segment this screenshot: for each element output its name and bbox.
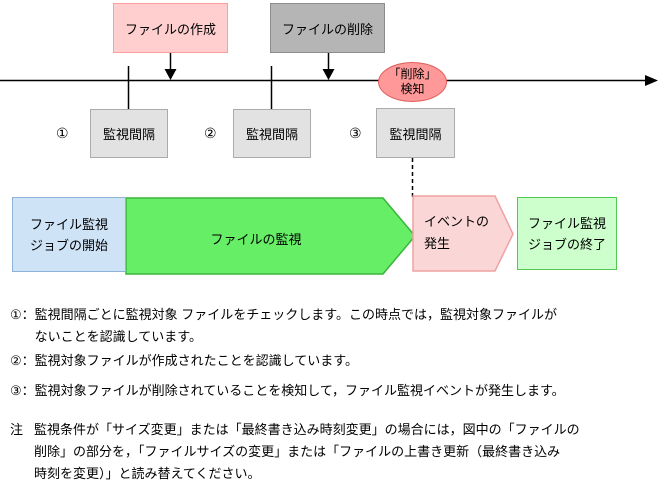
note-text-2: 監視対象ファイルが作成されたことを認識しています。 xyxy=(34,353,358,368)
file-delete-box: ファイルの削除 xyxy=(270,3,385,53)
note-label-2: ②： xyxy=(10,353,35,368)
interval-box-2: 監視間隔 xyxy=(233,109,311,158)
job-start-box: ファイル監視 ジョブの開始 xyxy=(12,197,126,272)
circled-number-3: ③ xyxy=(349,125,362,141)
delete-arrowhead-icon xyxy=(322,69,335,80)
circled-number-2: ② xyxy=(204,125,217,141)
create-arrowhead-icon xyxy=(164,69,177,80)
delete-detect-ellipse: 「削除」 検知 xyxy=(378,62,447,102)
circled-number-1: ① xyxy=(56,125,69,141)
note-label-3: ③： xyxy=(10,383,35,398)
note-text-3: 監視対象ファイルが削除されていることを検知して，ファイル監視イベントが発生します… xyxy=(34,383,565,398)
note-text-1: 監視間隔ごとに監視対象 ファイルをチェックします。この時点では，監視対象ファイル… xyxy=(34,307,557,344)
job-end-box: ファイル監視 ジョブの終了 xyxy=(517,197,617,270)
file-create-box: ファイルの作成 xyxy=(113,3,228,53)
note-row-caution: 注 監視条件が「サイズ変更」または「最終書き込み時刻変更」の場合には，図中の「フ… xyxy=(10,419,665,485)
monitor-arrow-label: ファイルの監視 xyxy=(210,232,302,247)
interval-box-3: 監視間隔 xyxy=(376,108,455,158)
notes-section: ①： 監視間隔ごとに監視対象 ファイルをチェックします。この時点では，監視対象フ… xyxy=(10,304,665,485)
note-text-caution: 監視条件が「サイズ変更」または「最終書き込み時刻変更」の場合には，図中の「ファイ… xyxy=(34,422,580,481)
timeline-arrowhead-icon xyxy=(645,75,658,86)
note-label-1: ①： xyxy=(10,307,35,322)
note-row-1: ①： 監視間隔ごとに監視対象 ファイルをチェックします。この時点では，監視対象フ… xyxy=(10,304,665,348)
note-label-caution: 注 xyxy=(10,422,24,437)
note-row-3: ③： 監視対象ファイルが削除されていることを検知して，ファイル監視イベントが発生… xyxy=(10,380,665,402)
event-arrow-label: イベントの 発生 xyxy=(424,214,490,251)
interval-box-1: 監視間隔 xyxy=(90,109,168,158)
note-row-2: ②： 監視対象ファイルが作成されたことを認識しています。 xyxy=(10,350,665,372)
